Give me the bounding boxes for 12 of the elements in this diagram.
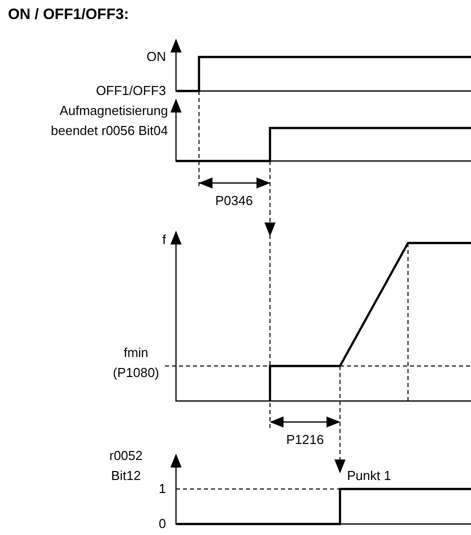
title: ON / OFF1/OFF3: [8,6,129,24]
axis-label: f [161,231,166,249]
axis-label: r0052 Bit12 [108,447,144,485]
axis-label: OFF1/OFF3 [94,82,166,100]
dimension-label: P0346 [214,192,254,210]
dimension-label: P1216 [285,431,325,449]
level-label: 1 [158,480,166,498]
point-label: Punkt 1 [347,467,392,485]
axis-label: fmin (P1080) [112,344,160,382]
level-label: 0 [158,515,166,533]
axis-label: ON [146,48,166,66]
axis-label: Aufmagnetisierung beendet r0056 Bit04 [50,102,168,140]
